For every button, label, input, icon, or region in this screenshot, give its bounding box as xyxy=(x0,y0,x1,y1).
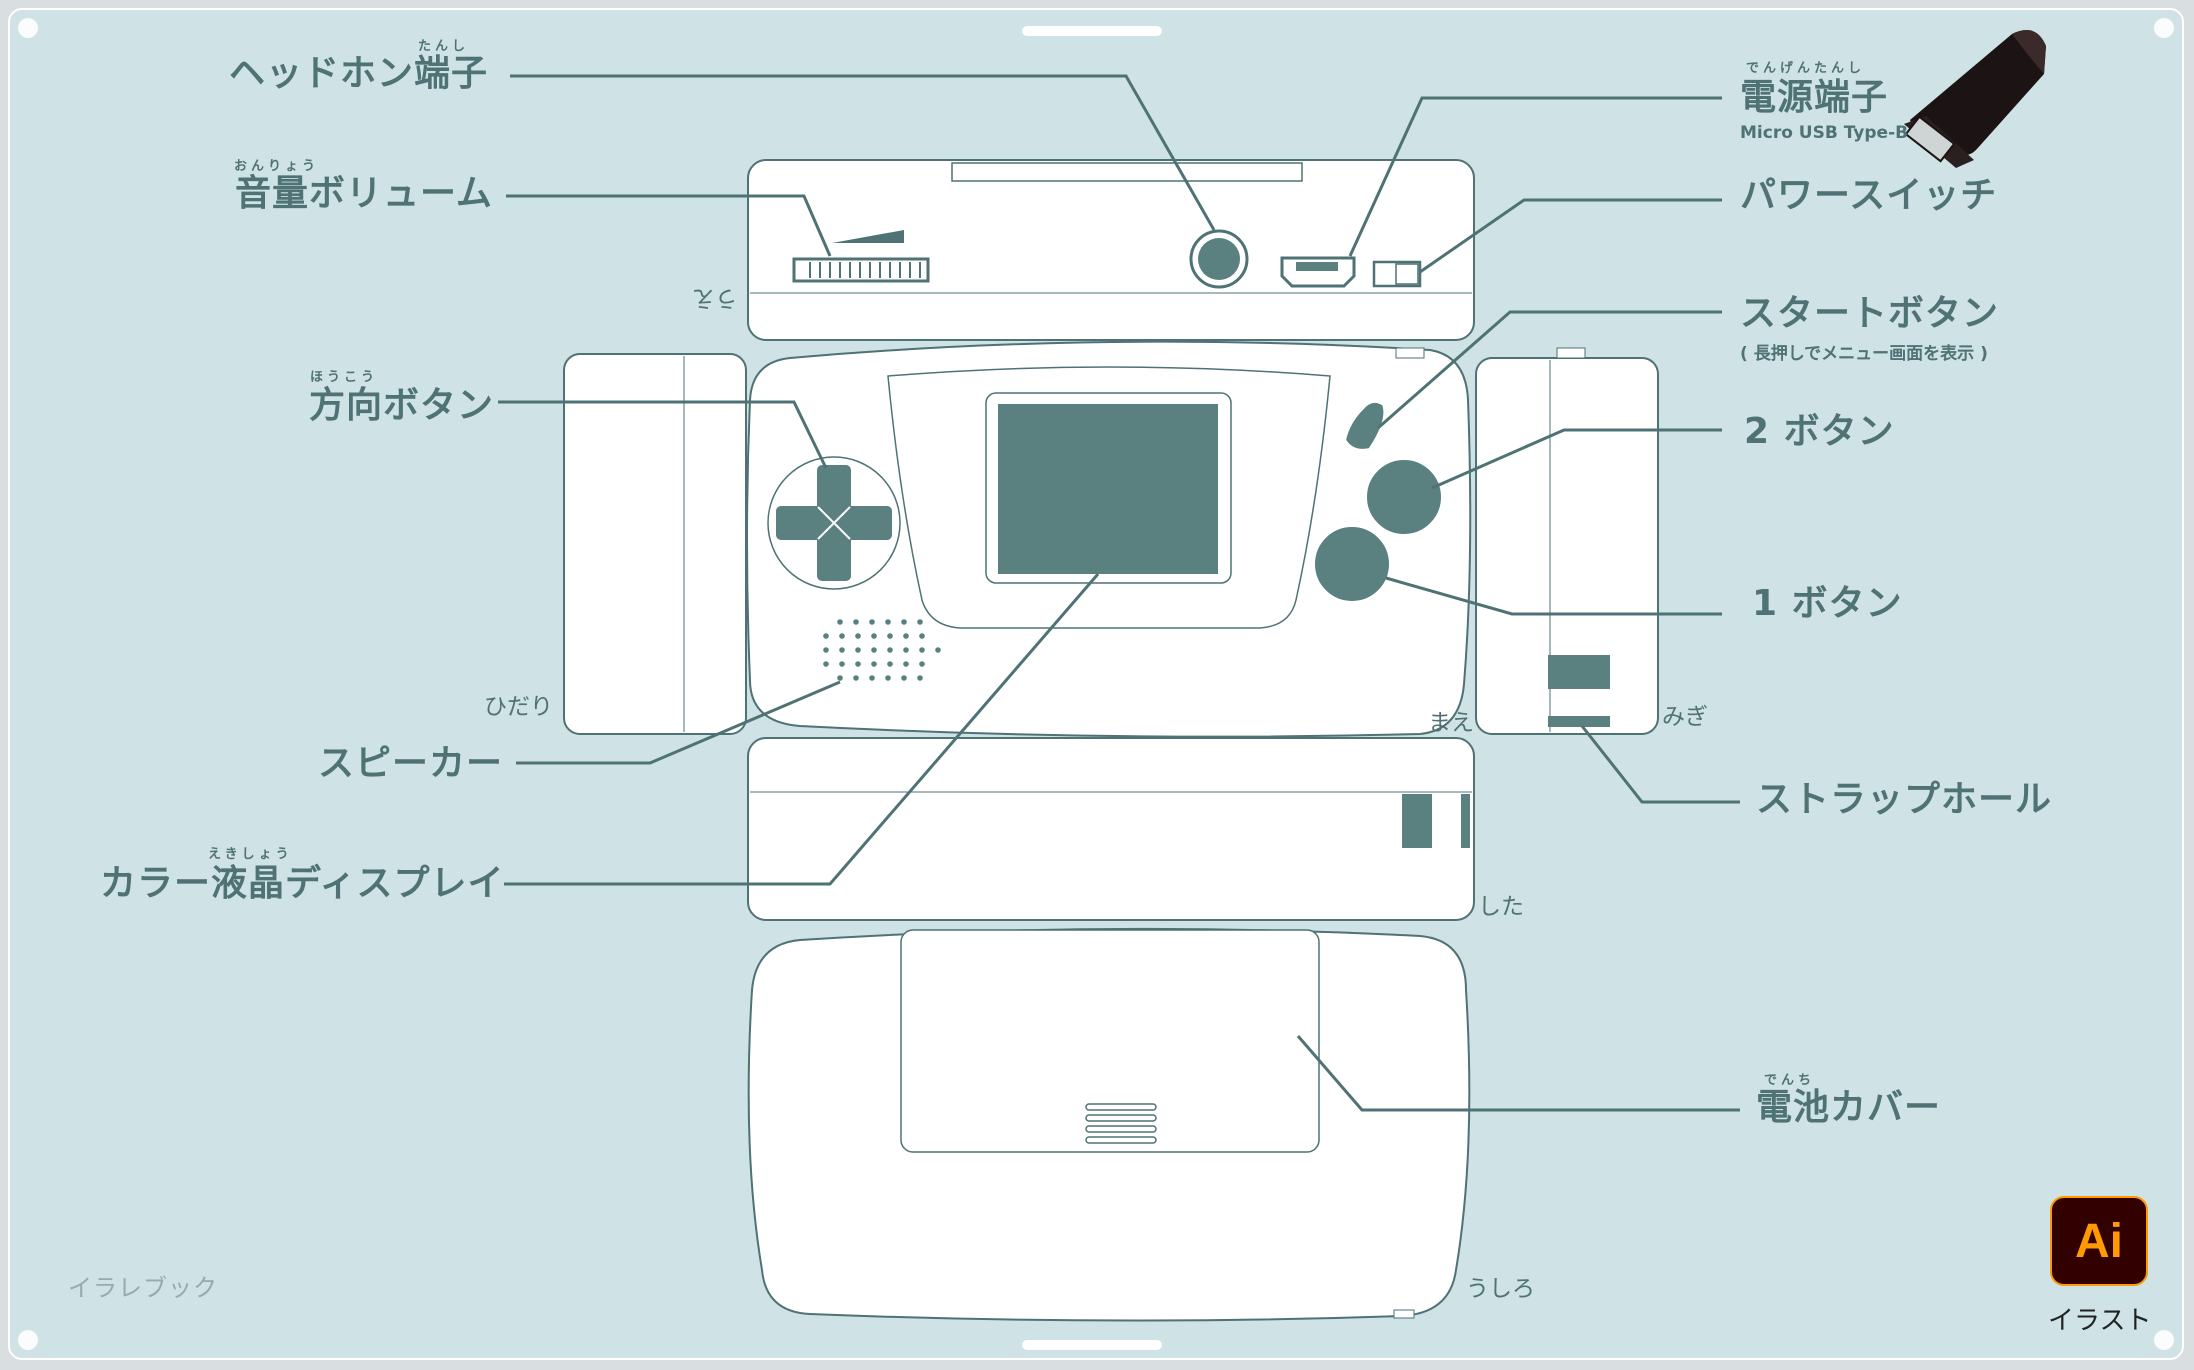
cartridge-slot xyxy=(951,162,1303,182)
dpad-ruby: ほうこう xyxy=(310,370,379,385)
volume-wheel-ridges xyxy=(809,262,921,278)
frame-corner xyxy=(18,1330,38,1350)
side-label-front: まえ xyxy=(1428,710,1474,736)
power-port-spec: Micro USB Type-B xyxy=(1740,123,1909,143)
strap-slot-lower xyxy=(1548,716,1610,727)
dpad-cross-marks xyxy=(817,506,851,540)
label-display: カラー液晶ディスプレイ xyxy=(100,863,505,904)
label-power-switch: パワースイッチ xyxy=(1740,175,1998,216)
label-start-button: スタートボタン xyxy=(1740,293,2000,334)
label-speaker: スピーカー xyxy=(318,743,504,784)
side-label-bottom: した xyxy=(1478,894,1524,920)
leader-lines xyxy=(498,74,1740,1112)
bottom-view xyxy=(747,737,1475,921)
leader-power-switch xyxy=(1419,198,1722,274)
leader-start xyxy=(1377,310,1722,430)
label-battery-cover: 電池カバー xyxy=(1756,1087,1942,1128)
power-switch-knob xyxy=(1395,263,1419,285)
ai-caption: イラスト xyxy=(2048,1306,2152,1336)
lcd-screen xyxy=(998,404,1218,574)
side-label-right: みぎ xyxy=(1662,704,1708,730)
leader-button2 xyxy=(1431,428,1722,490)
frame-corner xyxy=(18,18,38,38)
usb-port-inner xyxy=(1296,262,1338,271)
bottom-slot-wide xyxy=(1402,794,1432,848)
side-label-top: うえ xyxy=(692,285,738,311)
leader-battery xyxy=(1296,1035,1740,1112)
leader-headphone xyxy=(510,74,1216,231)
volume-indicator-icon xyxy=(832,230,904,243)
back-view-nub xyxy=(1393,1309,1415,1319)
leader-volume xyxy=(506,194,832,257)
headphone-ruby: たんし xyxy=(418,39,470,54)
frame-notch xyxy=(1022,1340,1162,1350)
leader-speaker xyxy=(516,680,841,765)
left-side-view xyxy=(563,353,747,735)
label-power-port: 電源端子 xyxy=(1740,77,1889,118)
leader-power-port xyxy=(1348,96,1722,257)
top-view xyxy=(747,159,1475,341)
ai-logo-text: Ai xyxy=(2075,1214,2123,1268)
leader-dpad xyxy=(498,400,828,469)
start-button xyxy=(1341,398,1388,453)
battery-cover-grip xyxy=(1085,1103,1157,1144)
front-top-nub xyxy=(1395,347,1425,359)
display-ruby: えきしょう xyxy=(208,847,293,862)
usb-cable-icon xyxy=(1904,30,2046,168)
headphone-jack-hole xyxy=(1198,238,1240,280)
side-label-left: ひだり xyxy=(484,694,553,720)
label-dpad: 方向ボタン xyxy=(309,385,495,426)
credit-text: イラレブック xyxy=(68,1274,218,1302)
label-volume: 音量ボリューム xyxy=(235,173,493,214)
battery-ruby: でんち xyxy=(1764,1073,1816,1088)
battery-cover xyxy=(900,929,1320,1153)
volume-ruby: おんりょう xyxy=(234,159,320,174)
start-button-note: ( 長押しでメニュー画面を表示 ) xyxy=(1740,344,1988,364)
label-button-2: 2 ボタン xyxy=(1744,411,1895,452)
frame-corner xyxy=(2154,1330,2174,1350)
right-side-nub xyxy=(1556,347,1586,359)
leader-display xyxy=(504,573,1100,886)
power-port-ruby: でんげんたんし xyxy=(1746,61,1866,76)
leader-button1 xyxy=(1385,576,1722,616)
illustrator-logo-icon: Ai xyxy=(2050,1196,2148,1286)
frame-notch xyxy=(1022,26,1162,36)
bottom-slot-narrow xyxy=(1461,794,1470,848)
frame-corner xyxy=(2154,18,2174,38)
strap-slot-upper xyxy=(1548,655,1610,689)
side-label-back: うしろ xyxy=(1466,1276,1535,1302)
label-button-1: 1 ボタン xyxy=(1752,583,1903,624)
label-strap-hole: ストラップホール xyxy=(1756,779,2053,820)
button-2 xyxy=(1363,456,1445,538)
leader-strap xyxy=(1580,725,1740,804)
label-headphone-jack: ヘッドホン端子 xyxy=(229,53,489,94)
button-1 xyxy=(1311,523,1393,605)
speaker-grille xyxy=(823,619,941,681)
